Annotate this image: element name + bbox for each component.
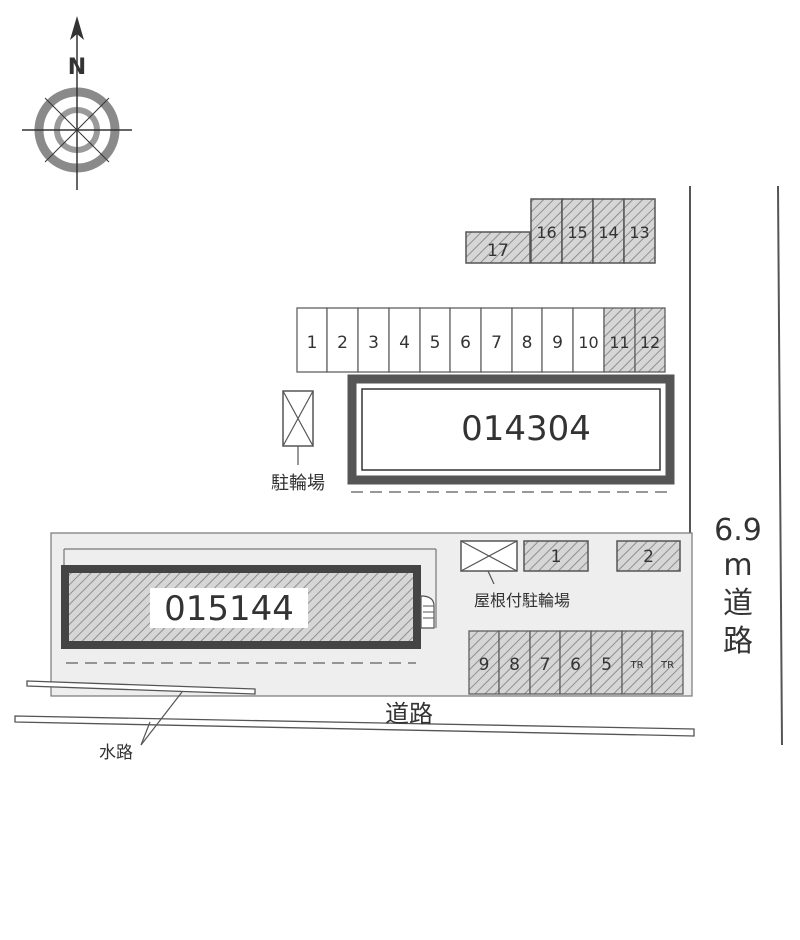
parking-row-middle: 1 2 3 4 5 6 7 8 9 10 11 12 xyxy=(296,307,666,373)
parking-space-1 xyxy=(296,307,328,373)
roofed-bicycle-parking: 屋根付駐輪場 xyxy=(460,540,570,610)
parking-number: 5 xyxy=(601,655,612,675)
parking-number: 14 xyxy=(598,223,618,242)
parking-number: 9 xyxy=(479,655,490,675)
roofed-bicycle-parking-leader xyxy=(487,570,495,585)
parking-space-11 xyxy=(603,307,636,373)
parking-space-b2 xyxy=(616,540,681,572)
roofed-bicycle-parking-label: 屋根付駐輪場 xyxy=(474,591,570,610)
parking-number: 8 xyxy=(522,333,533,353)
compass-rose: N xyxy=(22,16,132,190)
building-lower-id: 015144 xyxy=(164,589,294,629)
parking-number: 6 xyxy=(570,655,581,675)
bicycle-parking-cross-2 xyxy=(282,390,314,447)
compass-north-label: N xyxy=(68,55,86,80)
parking-space-b6 xyxy=(559,630,592,695)
bicycle-parking: 駐輪場 xyxy=(271,390,325,494)
parking-space-5 xyxy=(419,307,451,373)
building-upper-id: 014304 xyxy=(461,409,591,449)
parking-number: 13 xyxy=(629,223,649,242)
waterway: 水路 xyxy=(14,680,695,763)
building-lower: 015144 xyxy=(61,548,437,664)
parking-number: 10 xyxy=(578,333,598,352)
parking-lot-b-top: 1 2 xyxy=(523,540,681,572)
parking-number: 2 xyxy=(337,333,348,353)
parking-space-6 xyxy=(449,307,482,373)
parking-space-tr-2 xyxy=(651,630,684,695)
waterway-lower-channel xyxy=(14,715,695,737)
parking-space-12 xyxy=(634,307,666,373)
east-road-label-2: 路 xyxy=(723,624,753,659)
building-upper: 014304 xyxy=(347,374,675,493)
parking-lot-b-bottom: 9 8 7 6 5 TR TR xyxy=(468,630,684,695)
parking-number: 15 xyxy=(567,223,587,242)
east-road-width: 6.9 xyxy=(714,513,762,548)
parking-number: 12 xyxy=(640,333,660,352)
compass-diagonal-2 xyxy=(44,97,110,163)
parking-number: 7 xyxy=(491,333,502,353)
parking-space-14 xyxy=(592,198,625,264)
parking-number: 3 xyxy=(368,333,379,353)
building-upper-frame xyxy=(347,374,675,485)
parking-number: TR xyxy=(629,660,643,671)
parking-row-top: 17 16 15 14 13 xyxy=(465,198,656,264)
parking-number: 9 xyxy=(552,333,563,353)
parking-number: 16 xyxy=(536,223,556,242)
east-road-label-1: 道 xyxy=(723,586,753,621)
parking-number: 4 xyxy=(399,333,410,353)
bicycle-parking-label: 駐輪場 xyxy=(271,473,325,494)
parking-space-7 xyxy=(480,307,513,373)
parking-space-3 xyxy=(357,307,390,373)
parking-number: 1 xyxy=(307,333,318,353)
parking-space-b9 xyxy=(468,630,500,695)
parking-space-b1 xyxy=(523,540,589,572)
parking-number: 11 xyxy=(609,333,629,352)
north-arrow-icon xyxy=(70,16,84,40)
parking-number: 17 xyxy=(487,241,509,261)
parking-number: 2 xyxy=(643,547,654,567)
parking-number: 7 xyxy=(540,655,551,675)
waterway-leader-1 xyxy=(140,691,183,746)
parking-space-13 xyxy=(623,198,656,264)
south-road-label: 道路 xyxy=(385,700,433,728)
parking-number: 5 xyxy=(430,333,441,353)
roofed-bicycle-parking-cross-2 xyxy=(460,540,518,572)
parking-space-17 xyxy=(465,231,531,264)
building-lower-id-background xyxy=(150,588,308,628)
parking-space-15 xyxy=(561,198,594,264)
parking-number: 8 xyxy=(509,655,520,675)
waterway-upper-channel xyxy=(26,680,256,695)
waterway-leader-2 xyxy=(140,721,151,746)
building-upper-body xyxy=(361,388,661,471)
parking-number: 6 xyxy=(460,333,471,353)
parking-space-2 xyxy=(326,307,359,373)
parking-number: 1 xyxy=(551,547,562,567)
parking-number: TR xyxy=(660,660,674,671)
east-road-unit: m xyxy=(723,548,752,583)
parking-space-9 xyxy=(541,307,574,373)
parking-space-10 xyxy=(572,307,605,373)
waterway-label: 水路 xyxy=(99,743,133,763)
east-road-edge-east xyxy=(777,185,783,746)
